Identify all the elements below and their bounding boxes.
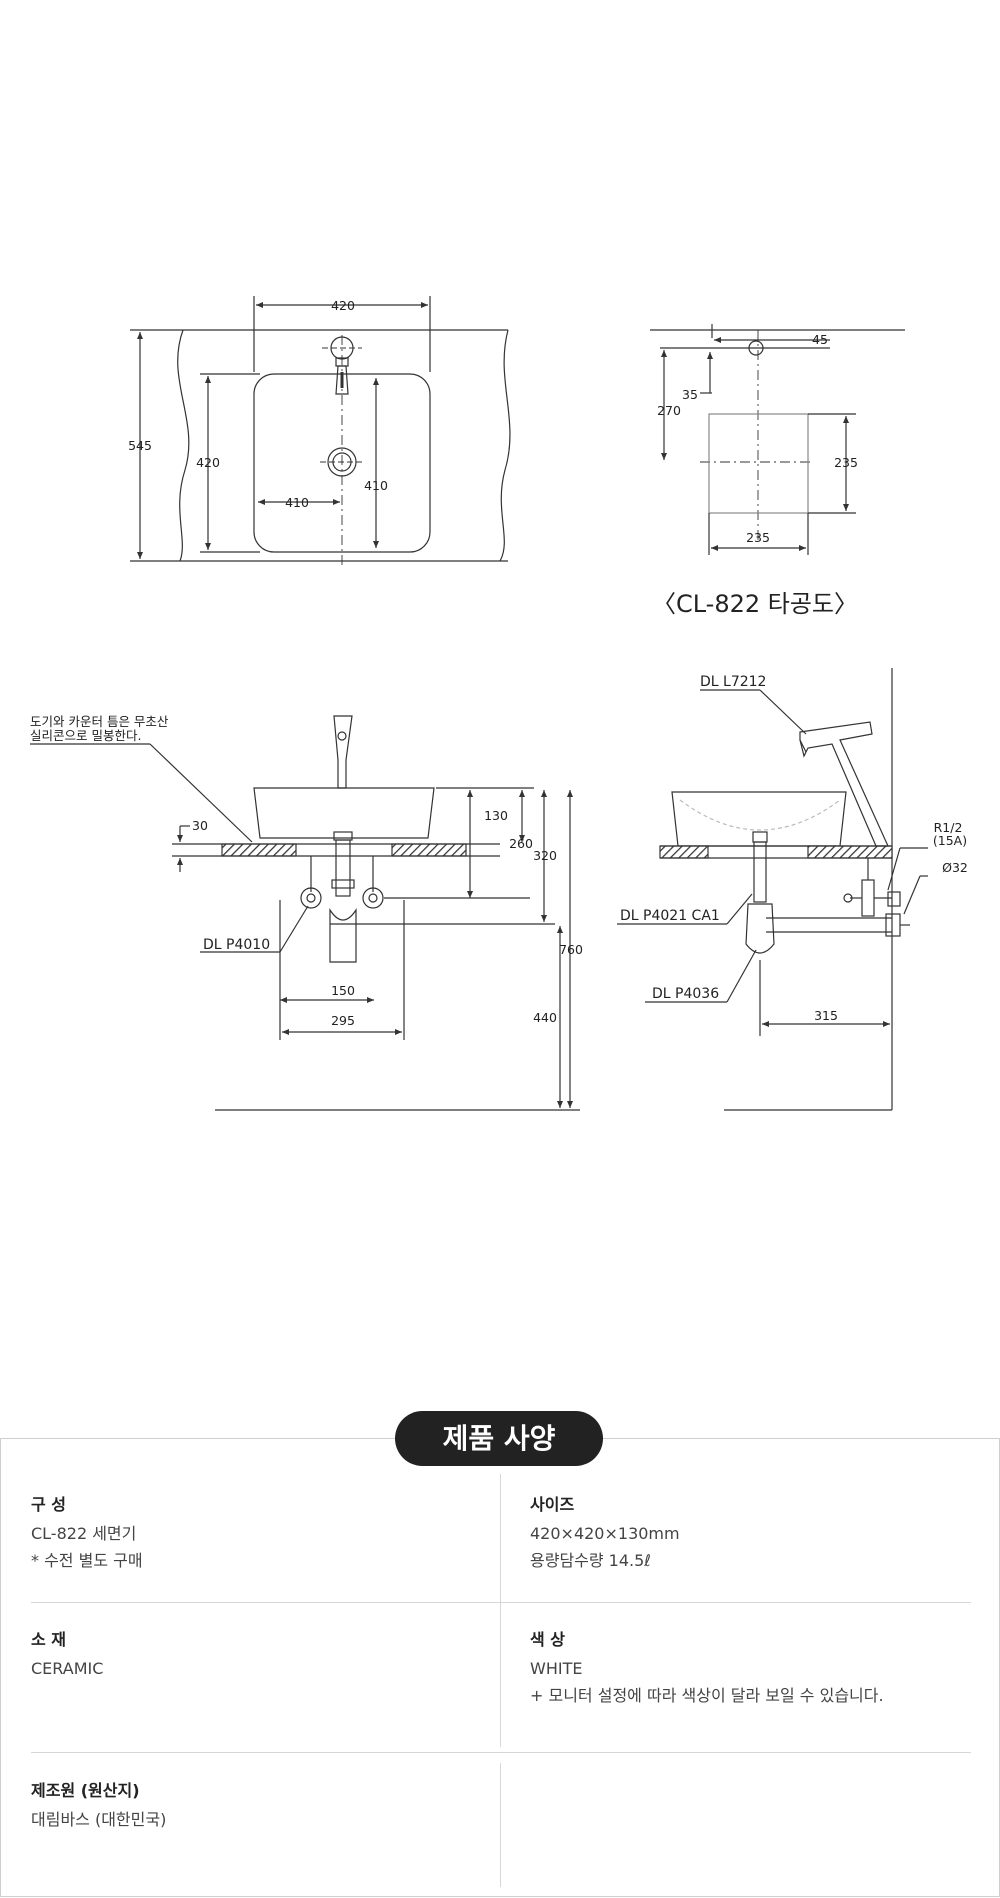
plan-dim-depth: 420: [196, 455, 220, 470]
spec-heading: 제조원 (원산지): [31, 1781, 140, 1800]
front-dim-30: 30: [192, 818, 208, 833]
spec-heading: 구 성: [31, 1495, 67, 1514]
hole-caption: 〈CL-822 타공도〉: [652, 590, 858, 618]
hole-view: [650, 324, 905, 555]
spec-value: + 모니터 설정에 따라 색상이 달라 보일 수 있습니다.: [530, 1686, 884, 1705]
spec-divider: [31, 1602, 971, 1603]
spec-value: CERAMIC: [31, 1659, 104, 1678]
side-faucet-label: DL L7212: [700, 674, 766, 690]
spec-title-badge: 제품 사양: [395, 1411, 603, 1466]
side-waste-label: DL P4021 CA1: [620, 908, 720, 924]
side-view: [617, 668, 928, 1111]
technical-drawing: 420 545 420 410 410 45 35 270 235 235 〈C…: [30, 296, 968, 1111]
front-dim-130: 130: [484, 808, 508, 823]
hole-dim-45: 45: [812, 332, 828, 347]
plan-dim-inner-depth: 410: [364, 478, 388, 493]
spec-heading: 사이즈: [530, 1495, 575, 1514]
side-trap-label: DL P4036: [652, 986, 719, 1002]
plan-dim-width: 420: [331, 298, 355, 313]
spec-value: * 수전 별도 구매: [31, 1551, 143, 1570]
spec-divider: [500, 1613, 501, 1747]
hole-dim-height: 235: [834, 455, 858, 470]
hole-dim-width: 235: [746, 530, 770, 545]
hole-dim-270: 270: [657, 403, 681, 418]
front-part-label: DL P4010: [203, 937, 270, 953]
plan-dim-height: 545: [128, 438, 152, 453]
spec-composition: 구 성 CL-822 세면기 * 수전 별도 구매: [31, 1491, 143, 1574]
front-dim-295: 295: [331, 1013, 355, 1028]
spec-divider: [31, 1752, 971, 1753]
side-thread-line1: R1/2: [934, 820, 963, 835]
hole-dim-35: 35: [682, 387, 698, 402]
front-dim-320: 320: [533, 848, 557, 863]
front-dim-440: 440: [533, 1010, 557, 1025]
front-note-line2: 실리콘으로 밀봉한다.: [30, 728, 141, 743]
spec-table: 구 성 CL-822 세면기 * 수전 별도 구매 사이즈 420×420×13…: [0, 1438, 1000, 1897]
front-view: [30, 715, 580, 1111]
spec-origin: 제조원 (원산지) 대림바스 (대한민국): [31, 1777, 166, 1833]
spec-value: 용량담수량 14.5ℓ: [530, 1551, 651, 1570]
spec-material: 소 재 CERAMIC: [31, 1626, 103, 1682]
spec-color: 색 상 WHITE + 모니터 설정에 따라 색상이 달라 보일 수 있습니다.: [530, 1626, 884, 1709]
spec-divider: [500, 1474, 501, 1629]
side-pipe-diameter: Ø32: [942, 860, 968, 875]
front-dim-150: 150: [331, 983, 355, 998]
spec-value: CL-822 세면기: [31, 1524, 137, 1543]
spec-heading: 소 재: [31, 1630, 67, 1649]
side-dim-315: 315: [814, 1008, 838, 1023]
spec-value: 420×420×130mm: [530, 1524, 680, 1543]
side-thread-line2: (15A): [933, 833, 967, 848]
plan-view: [130, 296, 511, 565]
spec-value: 대림바스 (대한민국): [31, 1810, 167, 1829]
front-note-line1: 도기와 카운터 틈은 무초산: [30, 714, 169, 729]
spec-heading: 색 상: [530, 1630, 566, 1649]
spec-size: 사이즈 420×420×130mm 용량담수량 14.5ℓ: [530, 1491, 680, 1574]
front-dim-260: 260: [509, 836, 533, 851]
spec-divider: [500, 1763, 501, 1887]
spec-value: WHITE: [530, 1659, 583, 1678]
front-dim-760: 760: [559, 942, 583, 957]
plan-dim-inner-width: 410: [285, 495, 309, 510]
